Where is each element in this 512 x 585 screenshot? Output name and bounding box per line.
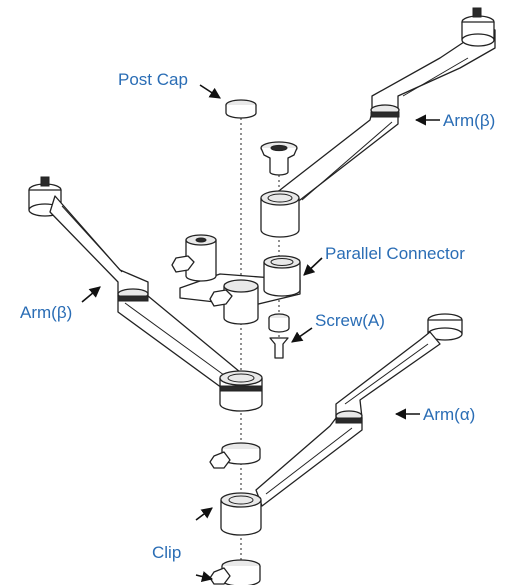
arm-beta-left-arrow	[81, 286, 101, 303]
parallel-connector	[171, 234, 301, 325]
screw-a-arrow	[291, 327, 313, 343]
upper-collar	[260, 190, 300, 238]
clip-arrow-upper	[195, 507, 213, 521]
arm-beta-lower-left	[28, 176, 241, 389]
post-cap	[225, 99, 257, 119]
label-arm-beta-left: Arm(β)	[20, 303, 73, 322]
label-arm-beta-top: Arm(β)	[443, 111, 496, 130]
post-cap-arrow	[199, 84, 221, 99]
arm-beta-upper	[279, 7, 496, 207]
label-clip: Clip	[152, 543, 182, 562]
clip-ring-upper	[209, 442, 261, 469]
arm-alpha	[255, 313, 463, 507]
parallel-connector-arrow	[303, 257, 323, 276]
lower-collar	[219, 370, 263, 412]
label-post-cap: Post Cap	[118, 70, 188, 89]
label-screw-a: Screw(A)	[315, 311, 385, 330]
clip-ring-lower	[209, 559, 261, 585]
clip-arrow-lower	[195, 571, 214, 582]
screw-top-piece	[260, 141, 298, 176]
arm-alpha-collar	[220, 492, 262, 536]
label-parallel-connector: Parallel Connector	[325, 244, 465, 263]
label-arm-alpha: Arm(α)	[423, 405, 476, 424]
screw-a	[268, 313, 290, 359]
